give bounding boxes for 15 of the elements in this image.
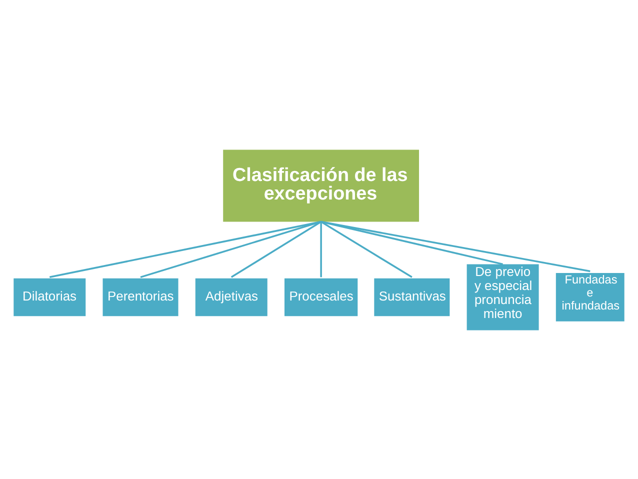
node-box: Sustantivas	[374, 278, 450, 316]
node-box: Clasificación de las excepciones	[223, 149, 420, 222]
node-box: De previo y especial pronuncia miento	[466, 264, 539, 330]
connector	[49, 220, 322, 278]
node-box: Perentorias	[102, 278, 178, 316]
connector	[320, 221, 322, 277]
node-box: Procesales	[284, 278, 358, 316]
node-box: Adjetivas	[195, 278, 268, 316]
connector	[320, 220, 503, 265]
connector	[140, 220, 322, 278]
node-box: Fundadas e infundadas	[556, 272, 624, 321]
node-box: Dilatorias	[14, 278, 86, 316]
connector	[320, 220, 590, 272]
connector	[320, 220, 412, 278]
connector	[230, 220, 322, 278]
